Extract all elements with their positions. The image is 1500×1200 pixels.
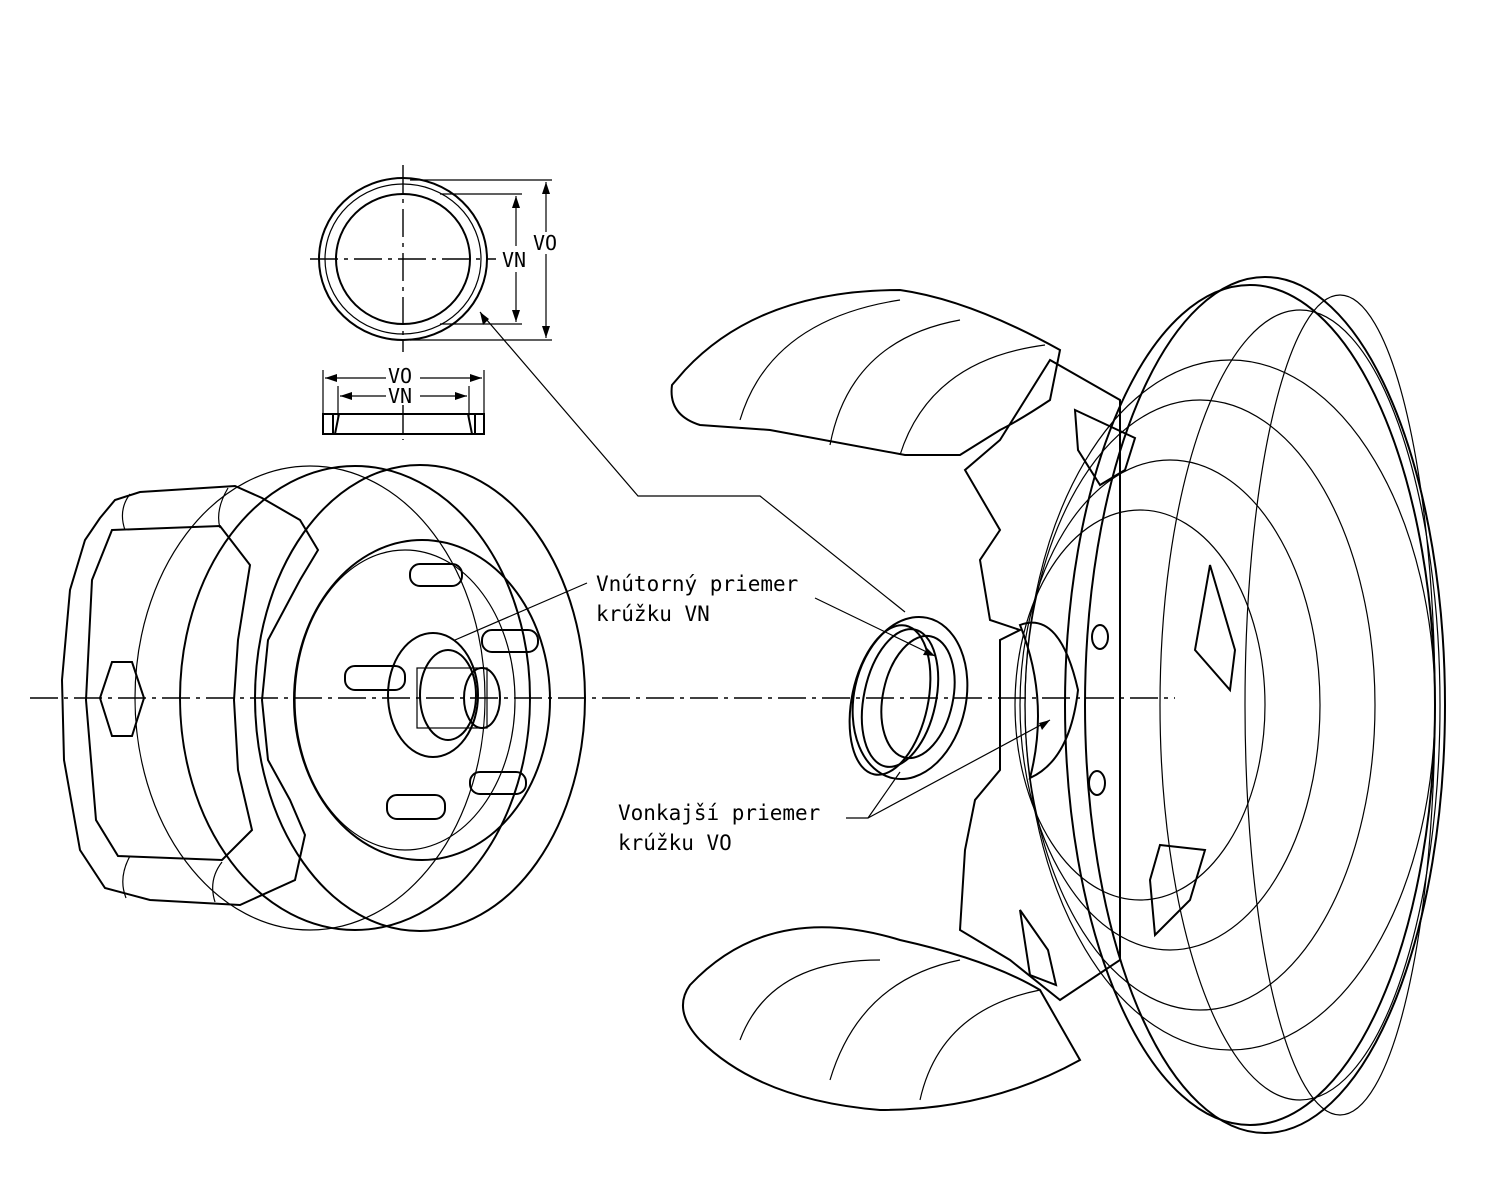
vo-dimension-label-front: VO	[533, 231, 557, 255]
leader-lines	[454, 311, 1051, 819]
wheel-studs	[344, 563, 539, 820]
hub-centering-collar	[387, 632, 501, 758]
vo-dimension-label-section: VO	[388, 364, 412, 388]
inner-diameter-label-line2: krúžku VN	[596, 602, 710, 626]
inner-diameter-label-line1: Vnútorný priemer	[596, 572, 798, 596]
centering-ring	[848, 615, 969, 781]
ring-section-view	[322, 370, 485, 440]
outer-diameter-label-line2: krúžku VO	[618, 831, 732, 855]
vn-dimension-label-section: VN	[388, 384, 412, 408]
vn-dimension-label-front: VN	[502, 248, 526, 272]
ring-front-view	[310, 165, 552, 352]
brake-caliper	[60, 484, 320, 907]
outer-diameter-label-line1: Vonkajší priemer	[618, 801, 820, 825]
wheel	[670, 276, 1446, 1134]
